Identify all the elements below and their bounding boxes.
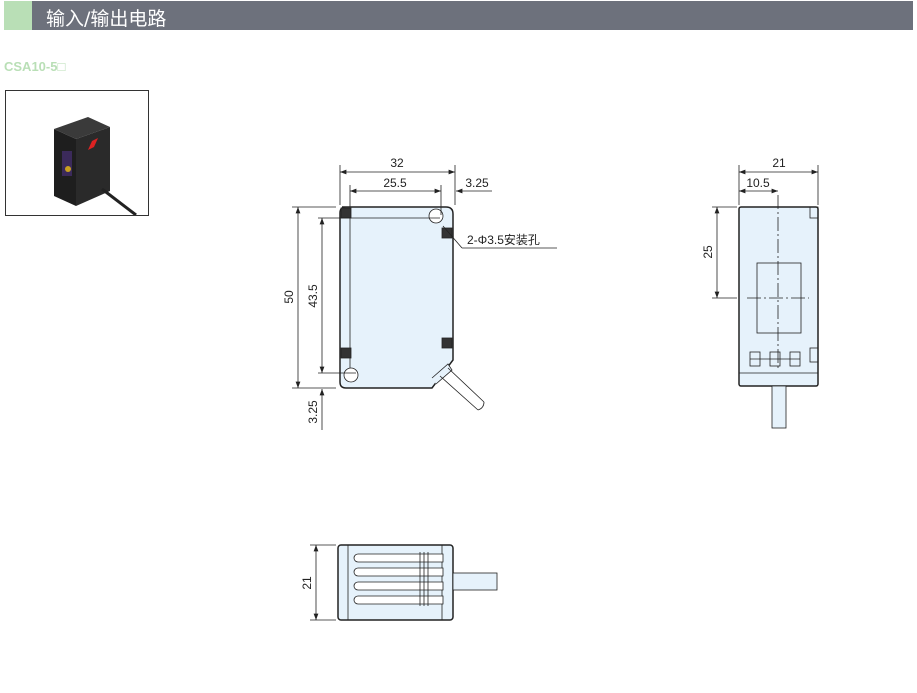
dim-front-hole-offset-y: 3.25 — [306, 400, 320, 424]
dim-side-center: 10.5 — [746, 176, 770, 190]
dim-bottom-width: 21 — [300, 576, 314, 590]
section-title: 输入/输出电路 — [46, 8, 167, 30]
dim-front-height: 50 — [282, 290, 296, 304]
dim-front-hole-pitch-y: 43.5 — [306, 284, 320, 308]
side-view — [712, 165, 819, 429]
dim-front-hole-pitch-x: 25.5 — [383, 176, 407, 190]
bottom-view — [310, 544, 498, 621]
dim-front-width: 32 — [390, 156, 404, 170]
front-view — [292, 165, 557, 430]
dim-front-hole-offset-x: 3.25 — [465, 176, 489, 190]
section-header: 输入/输出电路 — [4, 1, 913, 30]
header-accent — [4, 1, 32, 30]
product-photo — [5, 90, 149, 216]
model-name: CSA10-5□ — [4, 59, 66, 74]
dim-side-optical-axis: 25 — [701, 245, 715, 259]
mounting-hole-note: 2-Φ3.5安装孔 — [467, 232, 540, 247]
dim-side-width: 21 — [772, 156, 786, 170]
